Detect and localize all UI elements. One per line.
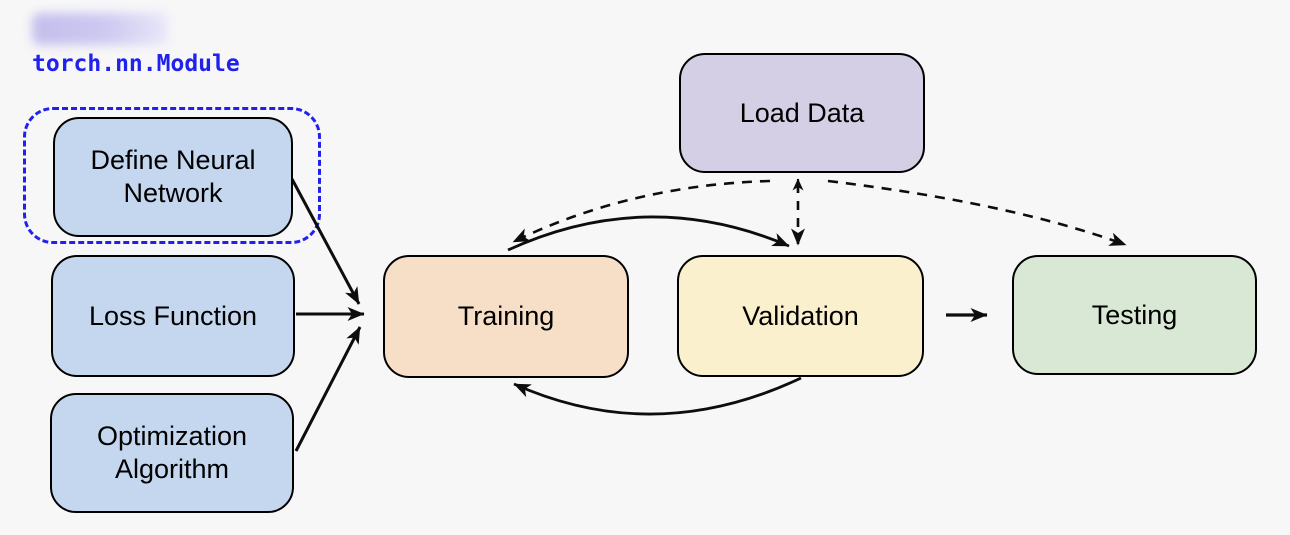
torch-module-label: torch.nn.Module <box>32 51 240 77</box>
module-highlight-box <box>23 107 321 244</box>
node-validation: Validation <box>677 255 924 377</box>
node-label: Load Data <box>739 97 865 128</box>
edge-training-to-validation <box>507 215 790 252</box>
node-load-data: Load Data <box>679 53 925 173</box>
edge-load-data-to-training <box>512 179 771 244</box>
node-label: Optimization Algorithm <box>96 421 248 484</box>
node-define-neural-network: Define Neural Network <box>53 117 293 237</box>
node-label: Define Neural Network <box>90 145 256 208</box>
node-label: Testing <box>1091 299 1178 330</box>
node-optimization-algorithm: Optimization Algorithm <box>50 393 294 513</box>
node-loss-function: Loss Function <box>51 255 295 377</box>
redacted-text-blur <box>32 13 168 45</box>
node-label: Loss Function <box>88 300 258 331</box>
node-label: Validation <box>742 300 859 331</box>
edge-validation-to-training <box>513 376 802 416</box>
edge-opt-alg-to-training <box>294 326 362 452</box>
node-testing: Testing <box>1012 255 1257 375</box>
edge-load-data-to-testing <box>827 179 1127 247</box>
node-label: Training <box>457 301 555 331</box>
node-training: Training <box>383 255 629 378</box>
